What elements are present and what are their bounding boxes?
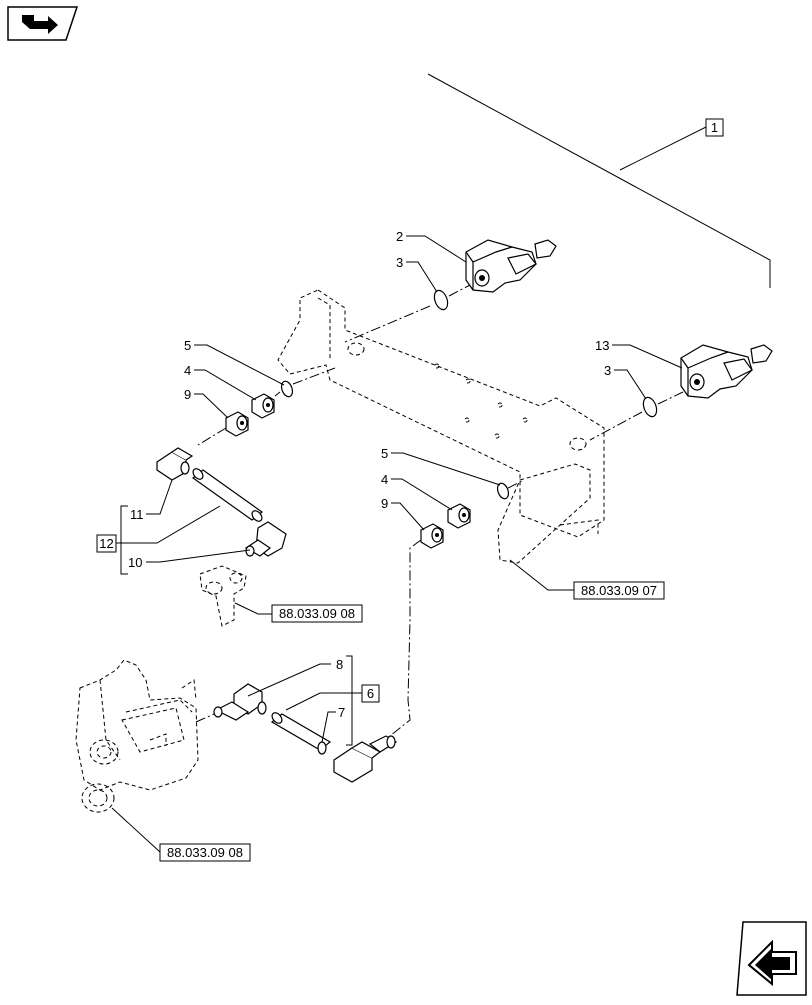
elbow-fitting-7 xyxy=(317,735,398,783)
callout-4-right: 4 xyxy=(381,472,388,487)
hose-12 xyxy=(192,468,263,522)
assembly-bracket-1: 1 xyxy=(427,73,771,288)
callout-3-right: 3 xyxy=(604,363,611,378)
tractor-frame-bracket xyxy=(277,289,605,564)
next-page-arrow-icon[interactable] xyxy=(736,921,807,996)
callout-13: 13 xyxy=(595,338,609,353)
callout-1: 1 xyxy=(711,120,718,135)
o-ring-5-left xyxy=(280,380,294,398)
callout-8: 8 xyxy=(336,657,343,672)
elbow-fitting-10 xyxy=(244,521,287,557)
callout-5-right: 5 xyxy=(381,446,388,461)
hose-6 xyxy=(270,712,332,751)
callout-2: 2 xyxy=(396,229,403,244)
reference-valve-body xyxy=(75,659,199,813)
callout-3-upper: 3 xyxy=(396,255,403,270)
callout-10: 10 xyxy=(128,555,142,570)
nut-9-right xyxy=(420,523,444,549)
callout-5-left: 5 xyxy=(184,338,191,353)
o-ring-3-right xyxy=(642,396,658,418)
pressure-switch-13 xyxy=(680,344,773,399)
callout-box-1[interactable] xyxy=(705,118,724,137)
elbow-fitting-8 xyxy=(213,683,267,721)
reference-box-tractor-bracket[interactable] xyxy=(573,581,665,600)
reference-tractor-bracket: 88.033.09 07 xyxy=(581,583,657,598)
elbow-fitting-11 xyxy=(156,447,194,481)
adapter-4-left xyxy=(251,393,275,419)
callout-6: 6 xyxy=(367,686,374,701)
o-ring-5-right xyxy=(496,482,510,500)
reference-valve-lower-label: 88.033.09 08 xyxy=(167,845,243,860)
reference-fitting-upper-label: 88.033.09 08 xyxy=(279,606,355,621)
callout-9-right: 9 xyxy=(381,496,388,511)
go-to-page-arrow-icon[interactable] xyxy=(7,6,79,41)
o-ring-3-upper xyxy=(433,289,449,311)
callout-11: 11 xyxy=(130,507,144,522)
adapter-4-right xyxy=(447,503,471,529)
callout-12: 12 xyxy=(99,536,113,551)
reference-box-fitting-upper[interactable] xyxy=(271,604,363,623)
reference-fitting-upper xyxy=(199,565,247,627)
nut-9-left xyxy=(225,411,249,437)
reference-box-valve-lower[interactable] xyxy=(159,843,251,862)
callout-7: 7 xyxy=(338,705,345,720)
pressure-switch-2 xyxy=(465,239,557,293)
callout-4-left: 4 xyxy=(184,363,191,378)
callout-9-left: 9 xyxy=(184,387,191,402)
